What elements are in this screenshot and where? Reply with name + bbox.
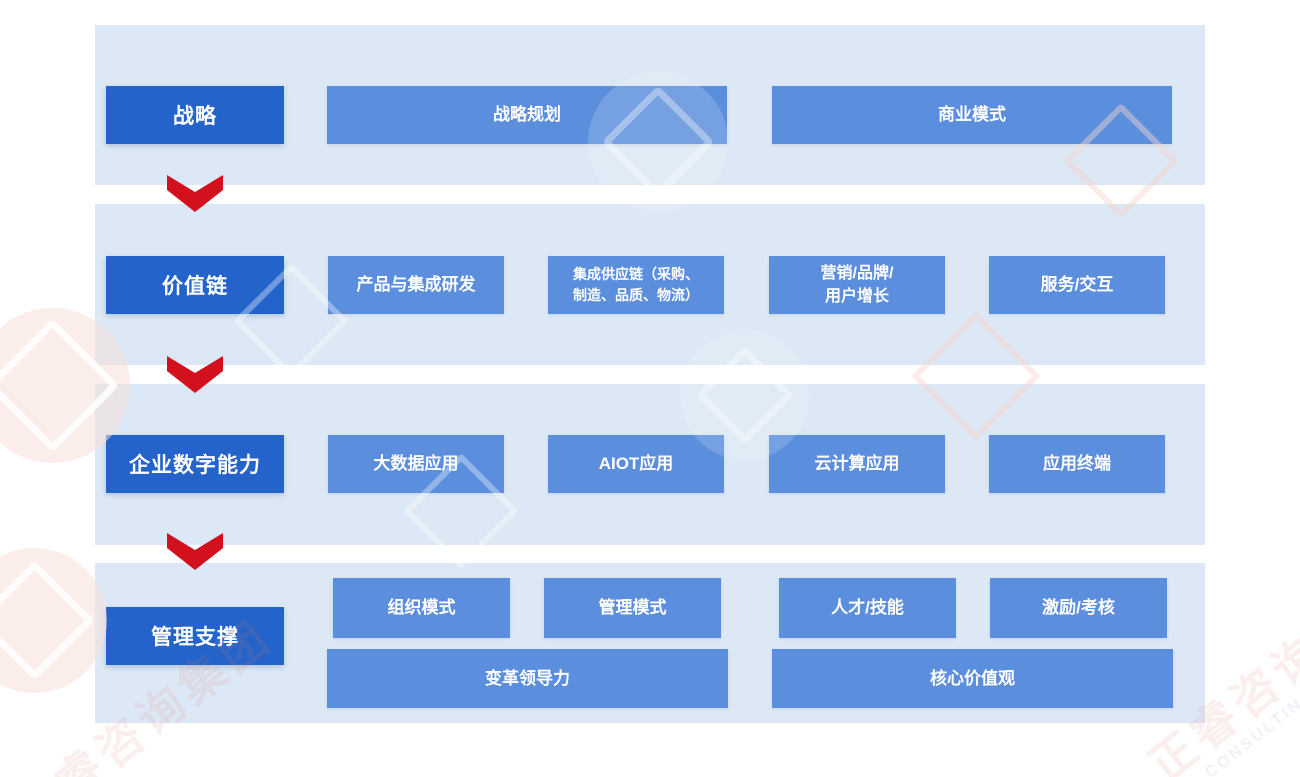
item-service-interaction-text: 服务/交互 <box>1040 275 1114 295</box>
item-incentive-assessment-text: 激励/考核 <box>1042 598 1115 618</box>
item-marketing-brand-growth: 营销/品牌/ 用户增长 <box>769 256 945 314</box>
item-integrated-supply-chain-line2: 制造、品质、物流） <box>573 287 699 303</box>
item-big-data-application-text: 大数据应用 <box>373 454 459 474</box>
item-aiot-application-text: AIOT应用 <box>598 454 674 474</box>
item-application-terminal: 应用终端 <box>989 435 1165 493</box>
down-arrow-icon <box>167 356 223 393</box>
item-strategy-planning-text: 战略规划 <box>493 105 561 125</box>
item-integrated-supply-chain: 集成供应链（采购、 制造、品质、物流） <box>548 256 724 314</box>
item-talent-skill-text: 人才/技能 <box>831 598 904 618</box>
item-cloud-computing-application-text: 云计算应用 <box>814 454 900 474</box>
item-marketing-brand-growth-line1: 营销/品牌/ <box>820 264 894 282</box>
item-big-data-application: 大数据应用 <box>328 435 504 493</box>
item-management-model: 管理模式 <box>544 578 721 638</box>
item-application-terminal-text: 应用终端 <box>1043 454 1111 474</box>
item-product-integrated-rd: 产品与集成研发 <box>328 256 504 314</box>
watermark-en-text: CONSULTING GROUP <box>1202 636 1300 777</box>
item-talent-skill: 人才/技能 <box>779 578 956 638</box>
label-strategy-text: 战略 <box>173 105 217 128</box>
item-management-model-text: 管理模式 <box>598 598 667 618</box>
item-core-values: 核心价值观 <box>772 649 1173 708</box>
item-business-model-text: 商业模式 <box>938 105 1006 125</box>
label-management-support-text: 管理支撑 <box>151 626 239 649</box>
label-digital-capability: 企业数字能力 <box>106 435 284 493</box>
item-change-leadership-text: 变革领导力 <box>485 668 570 688</box>
item-organization-model-text: 组织模式 <box>387 598 456 618</box>
item-integrated-supply-chain-line1: 集成供应链（采购、 <box>573 266 699 282</box>
item-product-integrated-rd-text: 产品与集成研发 <box>356 275 476 295</box>
label-value-chain-text: 价值链 <box>162 275 228 298</box>
item-incentive-assessment: 激励/考核 <box>990 578 1167 638</box>
watermark-logo-icon <box>0 548 107 693</box>
label-value-chain: 价值链 <box>106 256 284 314</box>
down-arrow-icon <box>167 175 223 212</box>
down-arrow-icon <box>167 533 223 570</box>
item-service-interaction: 服务/交互 <box>989 256 1165 314</box>
item-business-model: 商业模式 <box>772 86 1172 144</box>
item-strategy-planning: 战略规划 <box>327 86 727 144</box>
item-change-leadership: 变革领导力 <box>327 649 728 708</box>
item-core-values-text: 核心价值观 <box>930 668 1015 688</box>
item-cloud-computing-application: 云计算应用 <box>769 435 945 493</box>
item-organization-model: 组织模式 <box>333 578 510 638</box>
label-strategy: 战略 <box>106 86 284 144</box>
label-digital-capability-text: 企业数字能力 <box>129 454 261 477</box>
label-management-support: 管理支撑 <box>106 607 284 665</box>
item-marketing-brand-growth-line2: 用户增长 <box>824 288 889 305</box>
item-aiot-application: AIOT应用 <box>548 435 724 493</box>
